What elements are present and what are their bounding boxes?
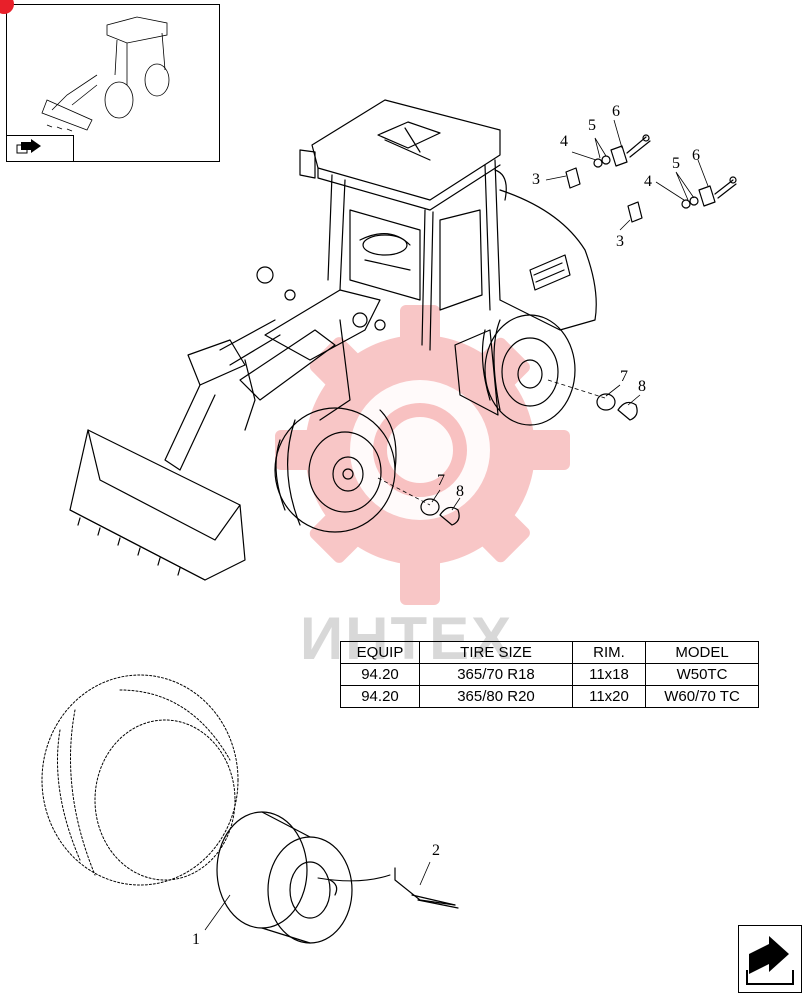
cell-rim: 11x20 — [572, 685, 646, 708]
callout-5: 5 — [672, 155, 680, 172]
cell-tire-size: 365/70 R18 — [419, 663, 573, 686]
table-row: 94.20 365/80 R20 11x20 W60/70 TC — [340, 685, 759, 708]
tire-spec-table: EQUIP TIRE SIZE RIM. MODEL 94.20 365/70 … — [340, 641, 759, 708]
header-equip: EQUIP — [340, 641, 420, 664]
page-return-button[interactable] — [6, 135, 74, 162]
cell-equip: 94.20 — [340, 685, 420, 708]
callout-1: 1 — [192, 931, 200, 948]
callout-7: 7 — [437, 472, 445, 489]
callout-5: 5 — [588, 117, 596, 134]
callout-7: 7 — [620, 368, 628, 385]
wheel-loader-thumbnail-icon — [41, 16, 170, 132]
header-tire-size: TIRE SIZE — [419, 641, 573, 664]
callout-4: 4 — [560, 133, 568, 150]
cell-rim: 11x18 — [572, 663, 646, 686]
header-rim: RIM. — [572, 641, 646, 664]
cell-tire-size: 365/80 R20 — [419, 685, 573, 708]
cell-equip: 94.20 — [340, 663, 420, 686]
callout-3: 3 — [532, 171, 540, 188]
cell-model: W50TC — [645, 663, 759, 686]
cell-model: W60/70 TC — [645, 685, 759, 708]
next-page-arrow-icon — [746, 936, 794, 985]
callout-4: 4 — [644, 173, 652, 190]
callout-6: 6 — [692, 147, 700, 164]
callout-8: 8 — [638, 378, 646, 395]
callout-8: 8 — [456, 483, 464, 500]
corner-badge — [0, 0, 14, 14]
table-row: 94.20 365/70 R18 11x18 W50TC — [340, 663, 759, 686]
callout-2: 2 — [432, 842, 440, 859]
callout-3: 3 — [616, 233, 624, 250]
callout-6: 6 — [612, 103, 620, 120]
header-model: MODEL — [645, 641, 759, 664]
table-header-row: EQUIP TIRE SIZE RIM. MODEL — [340, 641, 759, 664]
page-return-arrow-icon — [16, 139, 41, 154]
next-page-button[interactable] — [738, 925, 802, 993]
